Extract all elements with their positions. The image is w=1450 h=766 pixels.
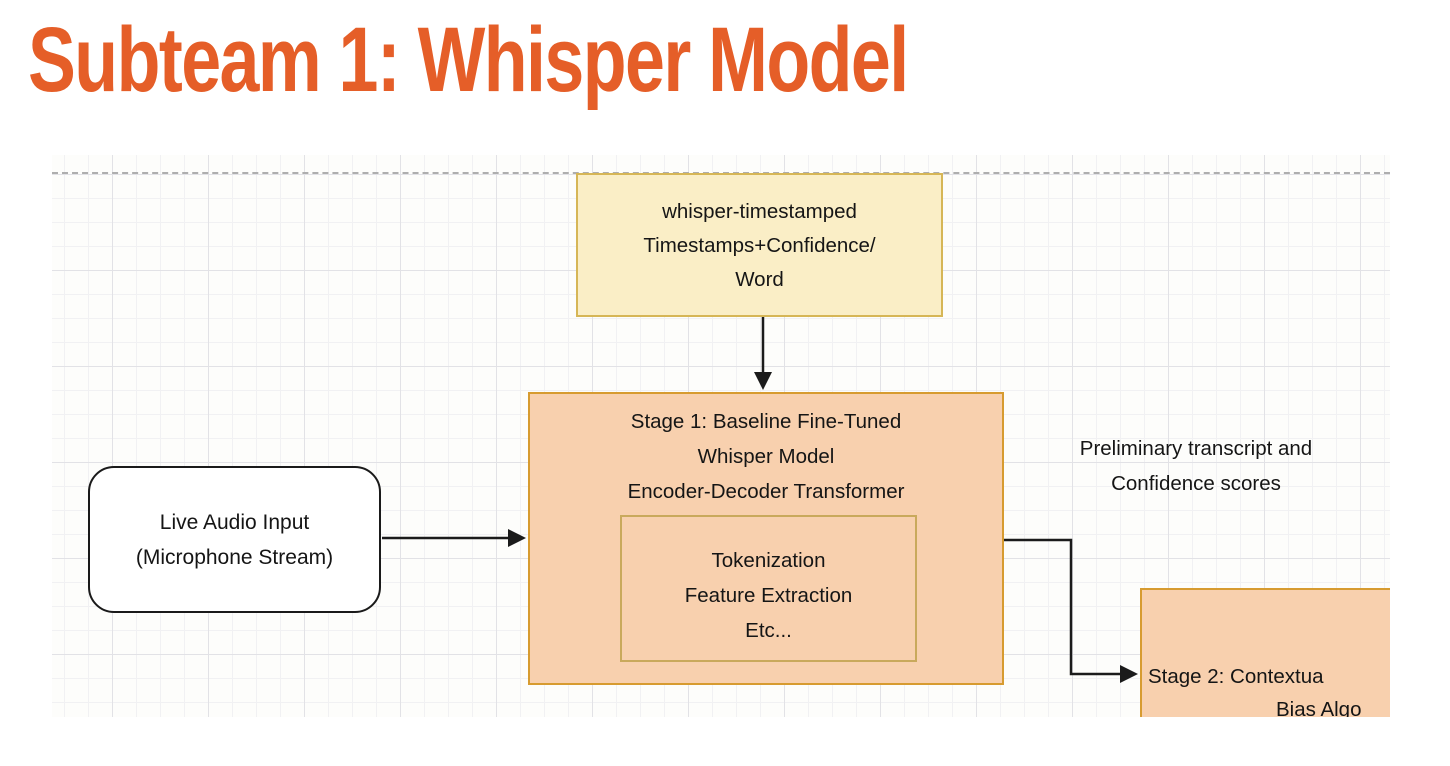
label-preliminary-transcript: Preliminary transcript and Confidence sc… [1026,431,1366,501]
arrow-whisper-to-stage1[interactable] [754,317,772,390]
node-text-line: Encoder-Decoder Transformer [627,480,905,503]
node-text-line: (Microphone Stream) [135,546,334,569]
node-text-line: Bias Algo [1276,698,1362,717]
label-text-line: Confidence scores [1111,472,1281,495]
node-text-line: Etc... [745,619,792,642]
page-title: Subteam 1: Whisper Model [28,9,909,111]
node-text-line: Timestamps+Confidence/ [643,234,876,257]
diagram-canvas: whisper-timestamped Timestamps+Confidenc… [52,155,1390,717]
arrow-audio-to-stage1[interactable] [382,529,526,547]
node-stage1-inner-tokenization[interactable]: Tokenization Feature Extraction Etc... [620,515,917,662]
node-text-line: Feature Extraction [684,584,853,607]
arrow-stage1-to-stage2[interactable] [1004,538,1138,683]
node-text-line: Word [735,268,784,291]
node-whisper-timestamped[interactable]: whisper-timestamped Timestamps+Confidenc… [576,173,943,317]
node-text-line: whisper-timestamped [662,200,857,223]
node-text-line: Stage 2: Contextua [1148,665,1324,688]
node-text-line: Stage 1: Baseline Fine-Tuned [630,410,902,433]
node-stage1-whisper-model[interactable]: Stage 1: Baseline Fine-Tuned Whisper Mod… [528,392,1004,685]
node-live-audio-input[interactable]: Live Audio Input (Microphone Stream) [88,466,381,613]
node-text-line: Whisper Model [697,445,835,468]
label-text-line: Preliminary transcript and [1079,437,1313,460]
node-text-line: Live Audio Input [159,511,310,534]
node-text-line: Tokenization [711,549,826,572]
node-stage2-contextual-bias[interactable]: Stage 2: Contextua Bias Algo [1140,588,1390,717]
